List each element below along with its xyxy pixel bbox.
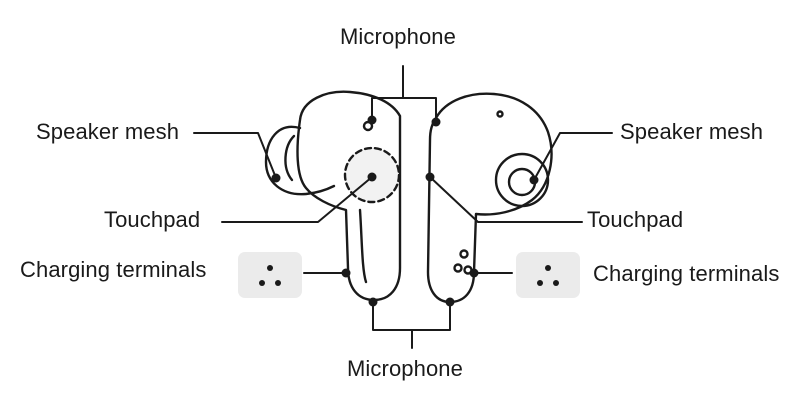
label-touchpad-left: Touchpad — [104, 207, 201, 232]
terminal-pin-icon — [275, 280, 281, 286]
right-stem-terminal-a — [453, 263, 463, 273]
label-microphone-bottom: Microphone — [347, 356, 463, 381]
charging-terminals-right-illustration — [516, 252, 580, 298]
right-earbud-body — [426, 92, 553, 304]
terminal-pin-icon — [545, 265, 551, 271]
left-ear-tip-inner — [284, 134, 296, 182]
callout-dots — [271, 115, 539, 307]
left-stem-contour — [358, 208, 368, 284]
label-charging-terminals-right: Charging terminals — [593, 261, 780, 286]
label-microphone-top: Microphone — [340, 24, 456, 49]
terminal-pin-icon — [259, 280, 265, 286]
terminal-pin-icon — [267, 265, 273, 271]
charging-terminals-left-illustration — [238, 252, 302, 298]
label-speaker-mesh-left: Speaker mesh — [36, 119, 180, 144]
right-ear-tip-outer — [494, 152, 550, 208]
left-ear-tip — [264, 125, 336, 196]
right-stem-sensor — [459, 249, 469, 259]
label-charging-terminals-left: Charging terminals — [20, 257, 207, 282]
terminal-pin-icon — [537, 280, 543, 286]
right-top-mic-hole — [496, 110, 504, 118]
terminal-pin-icon — [553, 280, 559, 286]
label-touchpad-right: Touchpad — [587, 207, 684, 232]
label-speaker-mesh-right: Speaker mesh — [620, 119, 764, 144]
callout-lines — [193, 65, 613, 349]
